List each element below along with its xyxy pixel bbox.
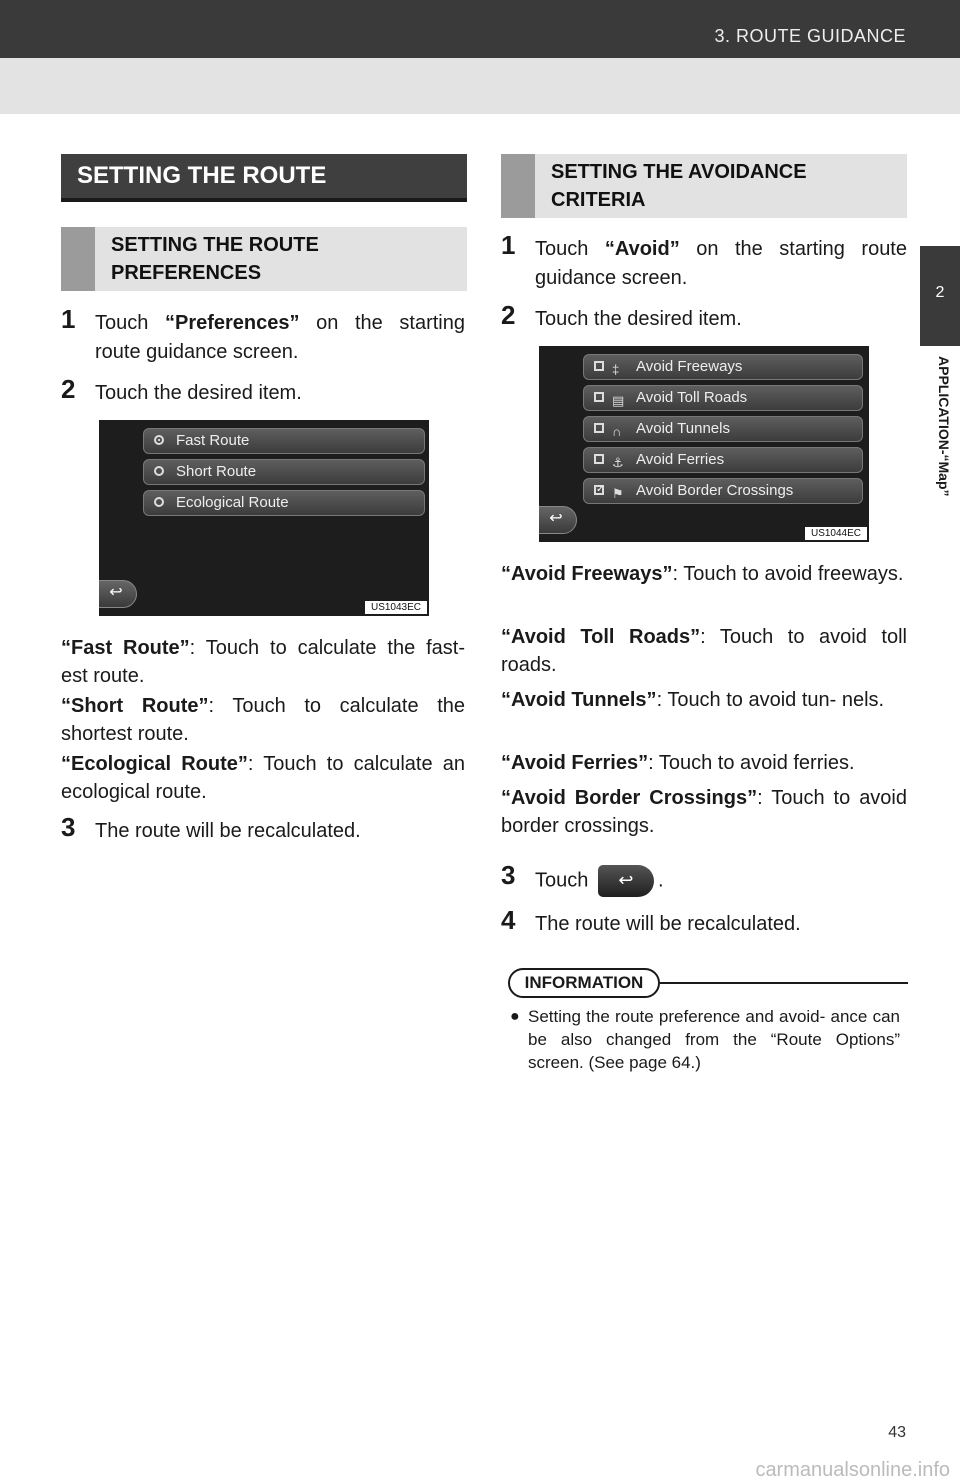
heading-stripe xyxy=(61,227,95,291)
ecological-route-option: Ecological Route xyxy=(143,490,425,516)
step-text: Touch the desired item. xyxy=(95,382,302,404)
avoid-ferries-option: ⚓ Avoid Ferries xyxy=(583,447,863,473)
step-3-avoid: 3 Touch ↩. xyxy=(501,861,907,901)
step-text: Touch “Avoid” on the starting route guid… xyxy=(535,238,907,289)
step-number: 2 xyxy=(61,374,76,404)
page-number: 43 xyxy=(888,1424,906,1441)
desc-avoid-border-crossings: “Avoid Border Crossings”: Touch to avoid… xyxy=(501,787,908,837)
step-number: 2 xyxy=(501,300,516,330)
preferences-button-label: “Preferences” xyxy=(164,312,300,334)
desc-avoid-freeways: “Avoid Freeways”: Touch to avoid freeway… xyxy=(501,563,904,585)
subsection-title: SETTING THE AVOIDANCE CRITERIA xyxy=(551,161,807,211)
information-text: Setting the route preference and avoid- … xyxy=(528,1007,900,1072)
chapter-number: 2 xyxy=(935,284,945,301)
step-number: 3 xyxy=(61,812,76,842)
page-header: 3. ROUTE GUIDANCE xyxy=(0,0,960,58)
desc-avoid-ferries: “Avoid Ferries”: Touch to avoid ferries. xyxy=(501,752,855,774)
heading-stripe xyxy=(501,154,535,218)
section-title: 3. ROUTE GUIDANCE xyxy=(714,26,906,46)
freeway-icon: ‡ xyxy=(612,362,620,377)
short-route-option: Short Route xyxy=(143,459,425,485)
step-1-preferences: 1 Touch “Preferences” on the starting ro… xyxy=(61,305,465,369)
step-text: Touch ↩. xyxy=(535,865,907,897)
border-icon: ⚑ xyxy=(612,486,624,501)
step-number: 4 xyxy=(501,905,516,935)
checkbox-icon xyxy=(594,392,604,402)
radio-icon xyxy=(154,497,164,507)
figure-code: US1044EC xyxy=(804,527,867,540)
subsection-title: SETTING THE ROUTE PREFERENCES xyxy=(111,234,319,284)
watermark: carmanualsonline.info xyxy=(755,1459,950,1481)
step-2-avoid: 2 Touch the desired item. xyxy=(501,301,907,335)
checkbox-icon xyxy=(594,454,604,464)
step-text: The route will be recalculated. xyxy=(535,913,801,935)
back-arrow-icon: ↩ xyxy=(99,580,137,608)
avoid-button-label: “Avoid” xyxy=(604,238,680,260)
step-2-preferences: 2 Touch the desired item. xyxy=(61,375,465,409)
avoid-freeways-option: ‡ Avoid Freeways xyxy=(583,354,863,380)
subsection-heading-preferences: SETTING THE ROUTE PREFERENCES xyxy=(61,227,467,291)
avoid-tunnels-option: ∩ Avoid Tunnels xyxy=(583,416,863,442)
avoid-border-crossings-option: ✓ ⚑ Avoid Border Crossings xyxy=(583,478,863,504)
checkbox-checked-icon: ✓ xyxy=(594,484,605,495)
step-number: 1 xyxy=(61,304,76,334)
checkbox-icon xyxy=(594,423,604,433)
chapter-tab xyxy=(920,246,960,346)
toll-icon: ▤ xyxy=(612,393,625,408)
avoidance-criteria-screenshot: ‡ Avoid Freeways ▤ Avoid Toll Roads ∩ Av… xyxy=(539,346,869,542)
step-number: 1 xyxy=(501,230,516,260)
information-badge: INFORMATION xyxy=(508,968,660,998)
subsection-heading-avoidance: SETTING THE AVOIDANCE CRITERIA xyxy=(501,154,907,218)
chapter-label: APPLICATION-“Map” xyxy=(936,356,952,497)
checkbox-icon xyxy=(594,361,604,371)
figure-code: US1043EC xyxy=(364,601,427,614)
step-3-preferences: 3 The route will be recalculated. xyxy=(61,813,465,847)
tunnel-icon: ∩ xyxy=(612,424,622,439)
desc-fast-route: “Fast Route”: Touch to calculate the fas… xyxy=(61,637,465,687)
desc-avoid-tunnels: “Avoid Tunnels”: Touch to avoid tun- nel… xyxy=(501,689,885,711)
radio-icon xyxy=(154,466,164,476)
desc-ecological-route: “Ecological Route”: Touch to calculate a… xyxy=(61,753,466,803)
desc-avoid-toll-roads: “Avoid Toll Roads”: Touch to avoid toll … xyxy=(501,626,907,676)
ferry-icon: ⚓ xyxy=(612,455,624,470)
heading-rule xyxy=(61,198,467,202)
bullet-icon: ● xyxy=(510,1008,520,1025)
step-text: The route will be recalculated. xyxy=(95,820,361,842)
step-1-avoid: 1 Touch “Avoid” on the starting route gu… xyxy=(501,231,907,295)
fast-route-option: Fast Route xyxy=(143,428,425,454)
step-4-avoid: 4 The route will be recalculated. xyxy=(501,906,907,940)
desc-short-route: “Short Route”: Touch to calculate the sh… xyxy=(61,695,465,745)
step-text: Touch “Preferences” on the starting rout… xyxy=(95,312,465,363)
radio-selected-icon xyxy=(154,435,164,445)
information-rule xyxy=(660,982,908,984)
avoid-toll-roads-option: ▤ Avoid Toll Roads xyxy=(583,385,863,411)
route-preference-screenshot: Fast Route Short Route Ecological Route … xyxy=(99,420,429,616)
header-band xyxy=(0,58,960,114)
back-arrow-icon: ↩ xyxy=(539,506,577,534)
step-number: 3 xyxy=(501,860,516,890)
step-text: Touch the desired item. xyxy=(535,308,742,330)
section-heading: SETTING THE ROUTE xyxy=(61,154,467,198)
back-button-icon: ↩ xyxy=(597,865,654,897)
side-tab-top xyxy=(920,114,960,246)
